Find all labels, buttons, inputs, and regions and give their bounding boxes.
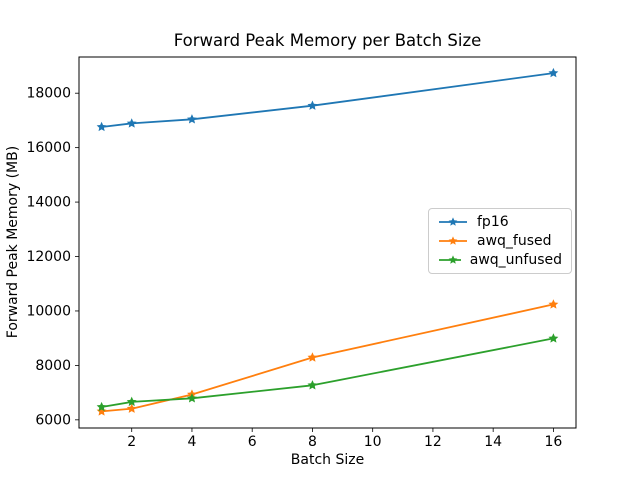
- svg-text:12000: 12000: [26, 249, 71, 265]
- svg-text:16: 16: [544, 434, 562, 450]
- legend-label: fp16: [477, 214, 509, 231]
- svg-text:18000: 18000: [26, 86, 71, 102]
- svg-text:10: 10: [364, 434, 382, 450]
- svg-text:8: 8: [308, 434, 317, 450]
- legend: fp16 awq_fused awq_unfused: [428, 208, 572, 274]
- svg-text:6: 6: [248, 434, 257, 450]
- legend-line-star-icon: [439, 236, 467, 245]
- svg-text:16000: 16000: [26, 140, 71, 156]
- chart-title: Forward Peak Memory per Batch Size: [173, 31, 482, 50]
- legend-line-star-icon: [439, 255, 461, 264]
- legend-label: awq_fused: [477, 233, 552, 249]
- legend-label: awq_unfused: [469, 251, 562, 268]
- svg-text:12: 12: [424, 434, 442, 450]
- y-axis-label: Forward Peak Memory (MB): [5, 145, 21, 339]
- svg-text:14000: 14000: [26, 195, 71, 211]
- legend-row: awq_unfused: [438, 250, 562, 269]
- svg-text:10000: 10000: [26, 303, 71, 319]
- svg-text:2: 2: [127, 434, 136, 450]
- legend-line-star-icon: [439, 217, 467, 227]
- svg-text:4: 4: [187, 434, 196, 450]
- svg-text:14: 14: [484, 434, 502, 450]
- x-axis-label: Batch Size: [290, 452, 365, 468]
- legend-row: awq_fused: [438, 232, 562, 251]
- svg-text:6000: 6000: [35, 412, 71, 428]
- legend-row: fp16: [438, 213, 562, 232]
- svg-text:8000: 8000: [35, 358, 71, 374]
